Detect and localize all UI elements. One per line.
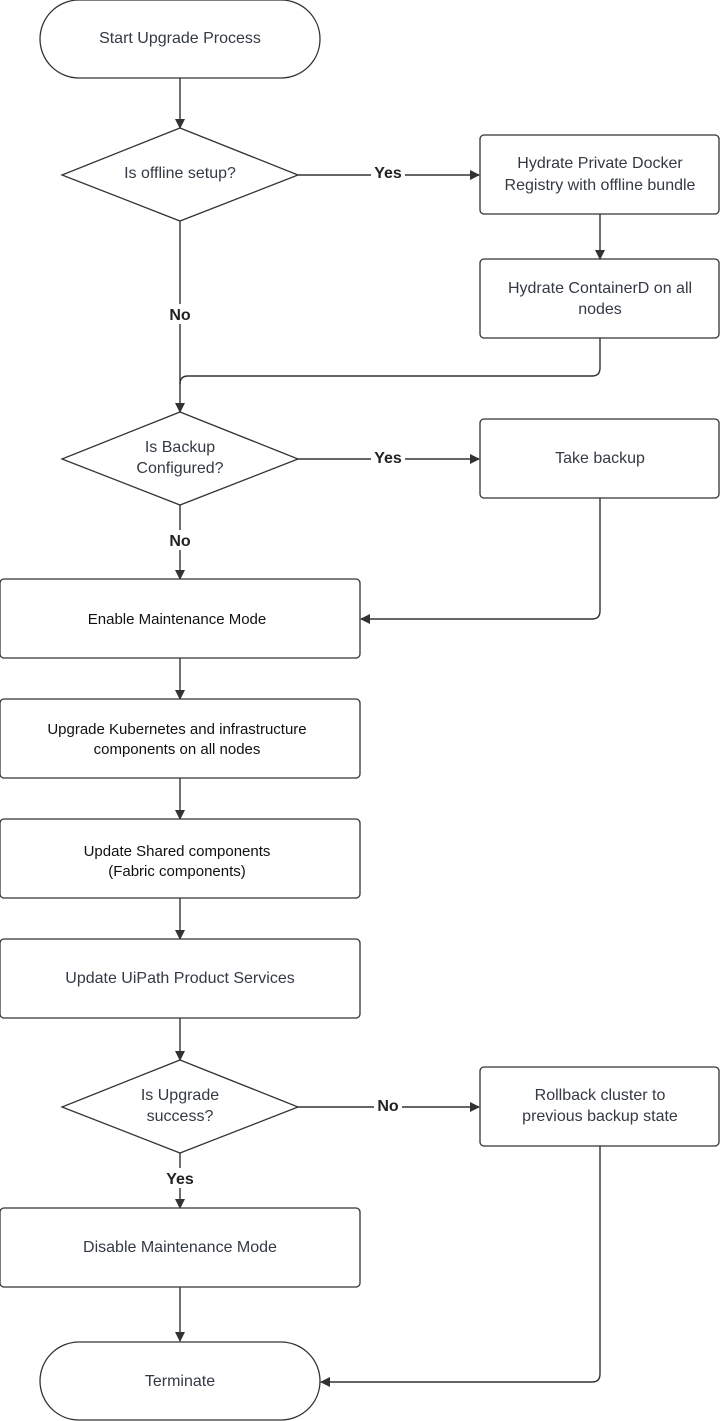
upgrade-k8s-label-1: Upgrade Kubernetes and infrastructure: [47, 721, 306, 738]
success-decision-label-2: success?: [147, 1108, 214, 1125]
hydrate-registry-label-1: Hydrate Private Docker: [517, 155, 683, 172]
enable-maintenance-node: Enable Maintenance Mode: [0, 578, 361, 659]
label-backup-yes: Yes: [374, 450, 402, 467]
label-backup-no: No: [169, 533, 191, 550]
hydrate-containerd-label-1: Hydrate ContainerD on all: [508, 280, 692, 297]
hydrate-registry-label-2: Registry with offline bundle: [505, 177, 696, 194]
upgrade-k8s-label-2: components on all nodes: [94, 741, 261, 758]
terminate-label: Terminate: [145, 1373, 215, 1390]
edge-containerd-merge: [179, 338, 601, 385]
update-shared-label-2: (Fabric components): [108, 863, 246, 880]
hydrate-containerd-label-2: nodes: [578, 301, 622, 318]
hydrate-registry-node: Hydrate Private Docker Registry with off…: [479, 134, 720, 215]
offline-decision: Is offline setup?: [60, 127, 300, 222]
update-shared-label-1: Update Shared components: [84, 843, 271, 860]
update-shared-node: Update Shared components (Fabric compone…: [0, 818, 361, 899]
take-backup-node: Take backup: [479, 418, 720, 499]
offline-decision-label: Is offline setup?: [124, 165, 236, 182]
rollback-label-2: previous backup state: [522, 1108, 678, 1125]
backup-decision-label-1: Is Backup: [145, 439, 215, 456]
backup-decision-label-2: Configured?: [136, 460, 223, 477]
rollback-node: Rollback cluster to previous backup stat…: [479, 1066, 720, 1147]
enable-maintenance-label: Enable Maintenance Mode: [88, 611, 266, 628]
label-offline-yes: Yes: [374, 165, 402, 182]
disable-maintenance-label: Disable Maintenance Mode: [83, 1239, 277, 1256]
success-decision-label-1: Is Upgrade: [141, 1087, 219, 1104]
terminate-node: Terminate: [39, 1341, 321, 1421]
hydrate-containerd-node: Hydrate ContainerD on all nodes: [479, 258, 720, 339]
label-success-no: No: [377, 1098, 399, 1115]
rollback-label-1: Rollback cluster to: [535, 1087, 666, 1104]
upgrade-k8s-node: Upgrade Kubernetes and infrastructure co…: [0, 698, 361, 779]
update-products-label: Update UiPath Product Services: [65, 970, 294, 987]
start-node: Start Upgrade Process: [39, 0, 321, 79]
label-offline-no: No: [169, 307, 191, 324]
backup-decision: Is Backup Configured?: [60, 411, 300, 506]
start-node-label: Start Upgrade Process: [99, 30, 261, 47]
disable-maintenance-node: Disable Maintenance Mode: [0, 1207, 361, 1288]
label-success-yes: Yes: [166, 1171, 194, 1188]
edge-backup-to-maintenance: [360, 498, 601, 624]
update-products-node: Update UiPath Product Services: [0, 938, 361, 1019]
take-backup-label: Take backup: [555, 450, 645, 467]
edge-labels: Yes No Yes No No Yes: [163, 163, 405, 1188]
edge-rollback-to-terminate: [320, 1146, 601, 1387]
success-decision: Is Upgrade success?: [60, 1059, 300, 1154]
